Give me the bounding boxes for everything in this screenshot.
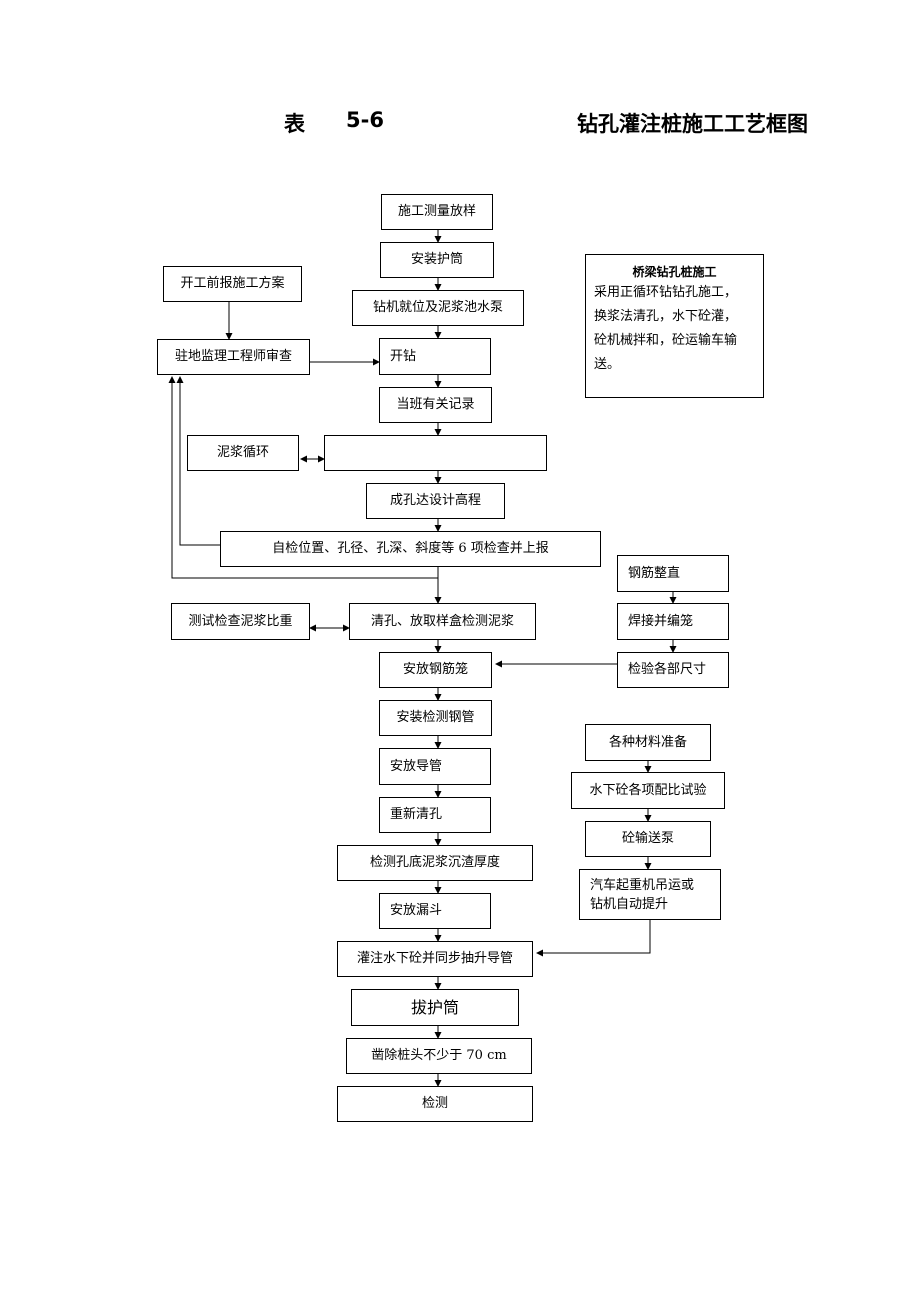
step-clean-hole: 清孔、放取样盒检测泥浆 xyxy=(349,603,536,640)
arrow-feedback-inner xyxy=(176,376,220,546)
step-place-hopper: 安放漏斗 xyxy=(379,893,491,929)
step-self-check: 自检位置、孔径、孔深、斜度等 6 项检查并上报 xyxy=(220,531,601,567)
step-install-test-pipe: 安装检测钢管 xyxy=(379,700,492,736)
step-sediment-check: 检测孔底泥浆沉渣厚度 xyxy=(337,845,533,881)
step-start-drilling: 开钻 xyxy=(379,338,491,375)
step-pull-casing: 拔护筒 xyxy=(351,989,519,1026)
step-rig-setup: 钻机就位及泥浆池水泵 xyxy=(352,290,524,326)
box-mud-circulation: 泥浆循环 xyxy=(187,435,299,471)
step-place-cage: 安放钢筋笼 xyxy=(379,652,492,688)
note-line: 送。 xyxy=(594,357,621,372)
step-reclean-hole: 重新清孔 xyxy=(379,797,491,833)
note-box: 桥梁钻孔桩施工 采用正循环钻钻孔施工， 换浆法清孔，水下砼灌， 砼机械拌和，砼运… xyxy=(585,254,764,398)
box-crane-lift: 汽车起重机吊运或 钻机自动提升 xyxy=(579,869,721,920)
table-label: 表 xyxy=(284,112,305,136)
note-line: 采用正循环钻钻孔施工， xyxy=(594,285,738,300)
step-survey: 施工测量放样 xyxy=(381,194,493,230)
step-place-tremie: 安放导管 xyxy=(379,748,491,785)
box-supervisor-review: 驻地监理工程师审查 xyxy=(157,339,310,375)
table-number: 5-6 xyxy=(346,108,384,132)
box-construction-plan: 开工前报施工方案 xyxy=(163,266,302,302)
note-heading: 桥梁钻孔桩施工 xyxy=(632,265,717,279)
box-material-prep: 各种材料准备 xyxy=(585,724,711,761)
diagram-title: 钻孔灌注桩施工工艺框图 xyxy=(577,112,808,136)
step-casing: 安装护筒 xyxy=(380,242,494,278)
step-reach-elevation: 成孔达设计高程 xyxy=(366,483,505,519)
arrow-mat-pour xyxy=(536,920,651,957)
box-rebar-straighten: 钢筋整直 xyxy=(617,555,729,592)
step-blank xyxy=(324,435,547,471)
note-line: 换浆法清孔，水下砼灌， xyxy=(594,309,738,324)
step-chip-pile-head: 凿除桩头不少于 70 cm xyxy=(346,1038,532,1074)
box-rebar-weld: 焊接并编笼 xyxy=(617,603,729,640)
box-rebar-inspect: 检验各部尺寸 xyxy=(617,652,729,688)
box-mix-test: 水下砼各项配比试验 xyxy=(571,772,725,809)
step-inspection: 检测 xyxy=(337,1086,533,1122)
box-concrete-pump: 砼输送泵 xyxy=(585,821,711,857)
box-mud-density-test: 测试检查泥浆比重 xyxy=(171,603,310,640)
step-shift-record: 当班有关记录 xyxy=(379,387,492,423)
note-line: 砼机械拌和，砼运输车输 xyxy=(594,333,738,348)
arrow-feedback-outer xyxy=(168,376,438,579)
step-pour-concrete: 灌注水下砼并同步抽升导管 xyxy=(337,941,533,977)
